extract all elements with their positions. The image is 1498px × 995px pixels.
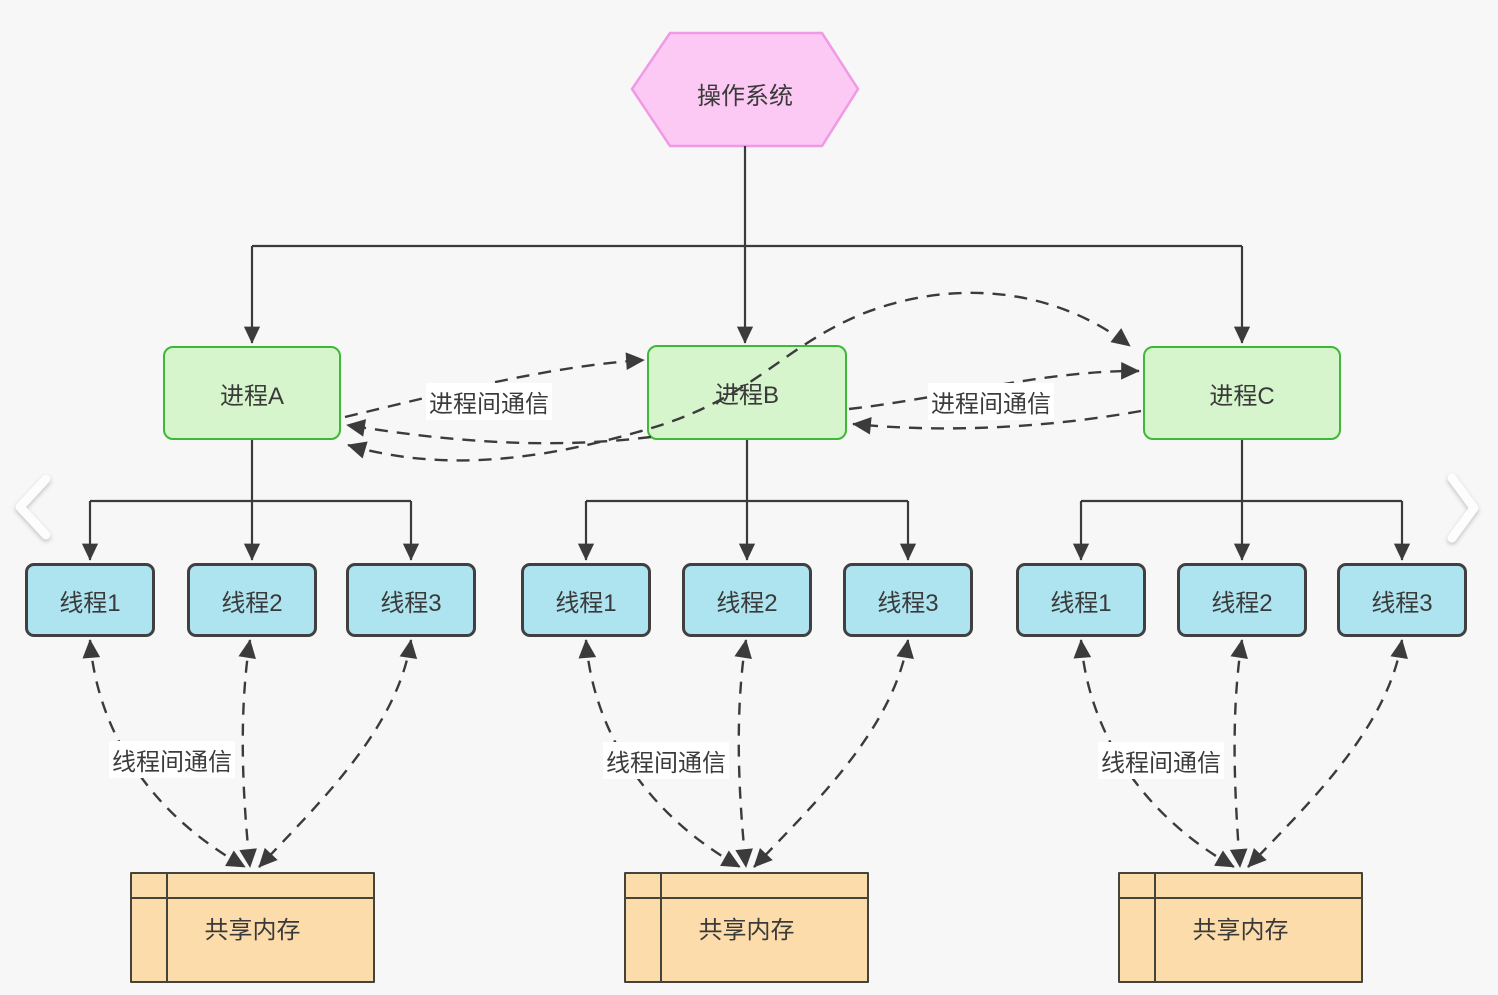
process-c-thread-1-node: 线程1 — [1016, 563, 1146, 637]
thread-label: 线程1 — [1050, 589, 1112, 617]
thread-label: 线程1 — [555, 589, 617, 617]
process-b-label: 进程B — [714, 382, 779, 409]
chevron-left-icon — [15, 474, 51, 540]
process-b-thread-2-node: 线程2 — [682, 563, 812, 637]
shared-memory-label: 共享内存 — [1192, 917, 1289, 944]
thread-comm-label-c: 线程间通信 — [1098, 742, 1224, 779]
thread-label: 线程1 — [59, 589, 121, 617]
shared-memory-label: 共享内存 — [698, 917, 795, 944]
edge-thread-b3-memory — [753, 639, 914, 868]
thread-label: 线程2 — [1211, 589, 1273, 617]
edge-thread-c3-memory — [1247, 639, 1408, 868]
memory-divider-vertical — [1154, 874, 1156, 981]
shared-memory-label: 共享内存 — [204, 917, 301, 944]
thread-comm-label-b: 线程间通信 — [603, 742, 729, 779]
thread-label: 线程3 — [877, 589, 939, 617]
thread-label: 线程3 — [380, 589, 442, 617]
process-a-thread-1-node: 线程1 — [25, 563, 155, 637]
process-c-label: 进程C — [1209, 382, 1275, 410]
os-node-label: 操作系统 — [697, 83, 793, 110]
edge-ipc-b-to-a — [346, 419, 652, 445]
process-b-thread-1-node: 线程1 — [521, 563, 651, 637]
process-a-node: 进程A — [163, 346, 341, 440]
shared-memory-b-node: 共享内存 — [624, 872, 869, 983]
chevron-right-icon — [1447, 473, 1479, 543]
memory-divider-horizontal — [132, 897, 373, 899]
carousel-next-button[interactable] — [1440, 470, 1488, 546]
process-b-thread-3-node: 线程3 — [843, 563, 973, 637]
edge-thread-a3-memory — [258, 639, 418, 868]
thread-label: 线程2 — [716, 589, 778, 617]
process-b-node: 进程B — [647, 345, 847, 440]
ipc-label-a-b: 进程间通信 — [426, 383, 552, 420]
ipc-label-b-c: 进程间通信 — [928, 383, 1054, 420]
memory-divider-horizontal — [626, 897, 867, 899]
shared-memory-c-node: 共享内存 — [1118, 872, 1363, 983]
shared-memory-a-node: 共享内存 — [130, 872, 375, 983]
process-c-thread-3-node: 线程3 — [1337, 563, 1467, 637]
process-c-thread-2-node: 线程2 — [1177, 563, 1307, 637]
thread-label: 线程2 — [221, 589, 283, 617]
process-a-label: 进程A — [219, 382, 284, 410]
edge-thread-c2-memory — [1229, 639, 1248, 868]
edge-thread-a2-memory — [238, 639, 257, 868]
thread-label: 线程3 — [1371, 589, 1433, 617]
process-c-node: 进程C — [1143, 346, 1341, 440]
carousel-prev-button[interactable] — [10, 470, 58, 546]
memory-divider-vertical — [166, 874, 168, 981]
thread-comm-label-a: 线程间通信 — [109, 741, 235, 778]
memory-divider-horizontal — [1120, 897, 1361, 899]
memory-divider-vertical — [660, 874, 662, 981]
process-a-thread-2-node: 线程2 — [187, 563, 317, 637]
process-a-thread-3-node: 线程3 — [346, 563, 476, 637]
edge-thread-b2-memory — [734, 639, 753, 868]
